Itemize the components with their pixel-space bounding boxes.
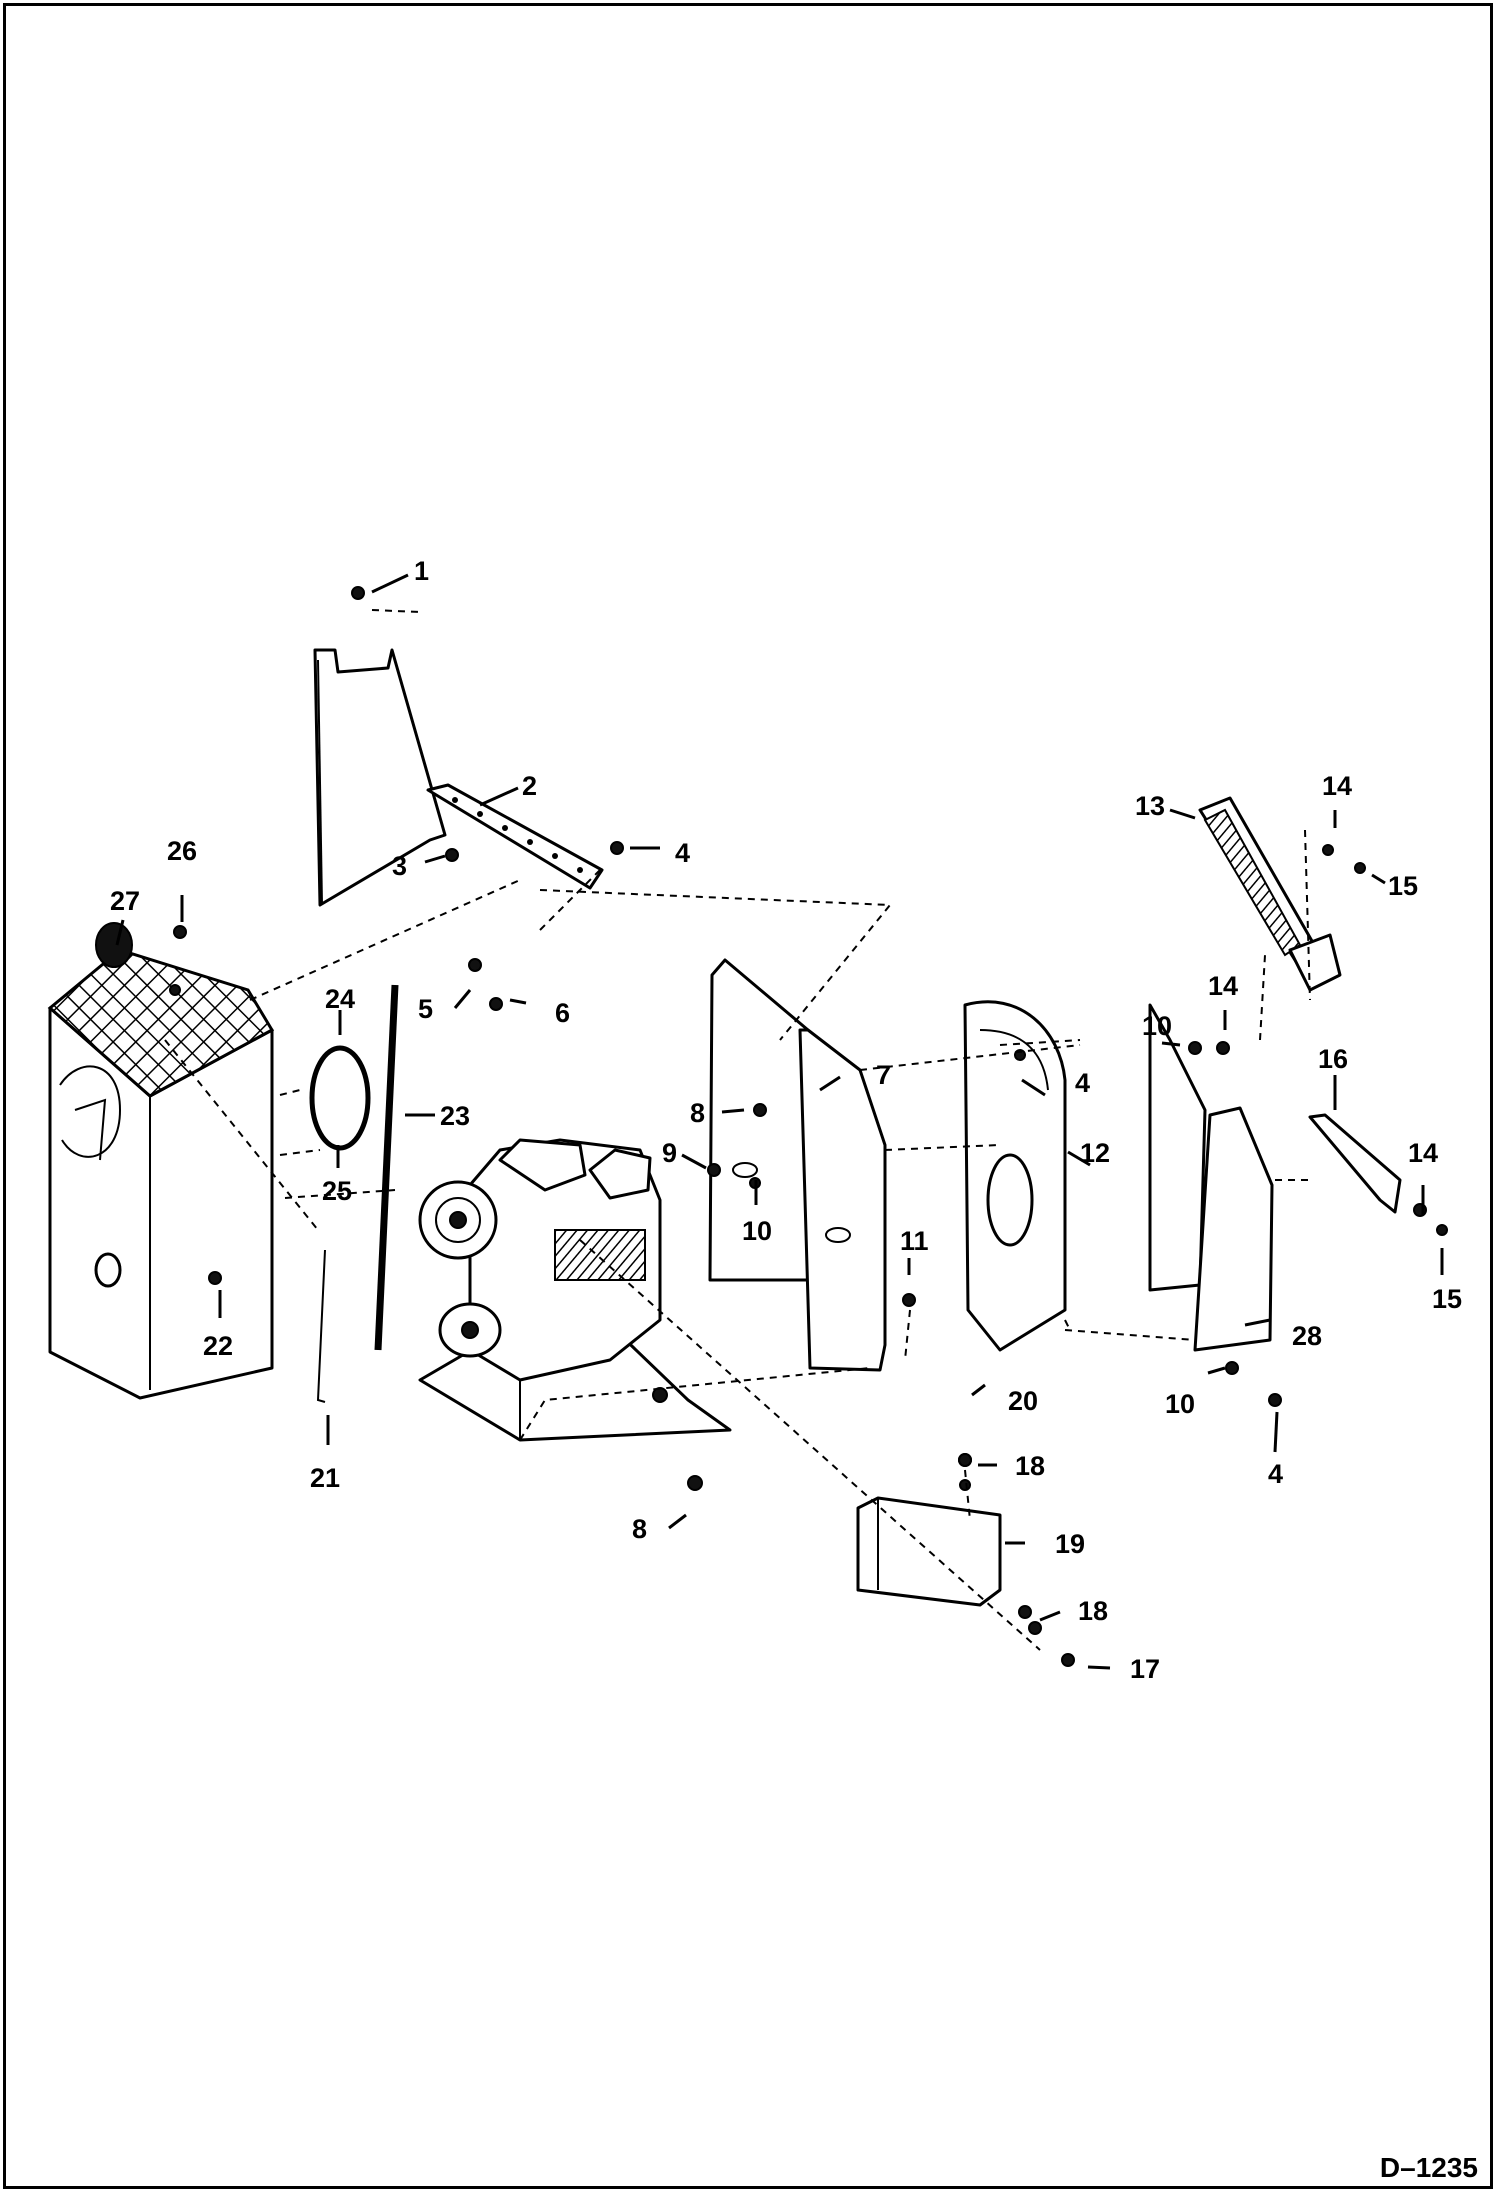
oil-cooler [1198,796,1342,992]
drawing-number: D–1235 [1379,2152,1478,2183]
callout-11: 11 [900,1226,929,1256]
callout-21: 21 [310,1463,340,1493]
callout-4-upper: 4 [675,838,690,868]
callout-23: 23 [440,1101,470,1131]
callout-25: 25 [322,1176,352,1206]
callout-14-middle: 14 [1208,971,1238,1001]
callout-17: 17 [1130,1654,1160,1684]
callout-15-top: 15 [1388,871,1418,901]
engine-cover-housing [47,922,275,1400]
callout-1: 1 [414,556,429,586]
drawing-frame [3,3,1493,2189]
callout-2: 2 [522,771,537,801]
fastener-hardware [169,586,1448,1667]
callout-4-lower: 4 [1268,1459,1283,1489]
callout-24: 24 [325,984,355,1014]
callout-26: 26 [167,836,197,866]
callout-12: 12 [1080,1138,1110,1168]
callout-28: 28 [1292,1321,1322,1351]
callout-19: 19 [1055,1529,1085,1559]
fan-shroud [963,1000,1067,1352]
callout-9: 9 [662,1138,677,1168]
callout-20: 20 [1008,1386,1038,1416]
callout-3: 3 [392,851,407,881]
retaining-rod [316,1249,326,1403]
baffle-plate [708,958,887,1372]
callout-8-upper: 8 [690,1098,705,1128]
callout-22: 22 [203,1331,233,1361]
callout-labels: 1 2 3 4 4 4 5 6 7 8 8 9 10 10 10 11 12 1… [110,556,1462,1684]
side-panel [1148,1003,1274,1352]
seal-strip [374,984,399,1351]
callout-8-lower: 8 [632,1514,647,1544]
battery-tray [856,1496,1002,1607]
callout-4-middle: 4 [1075,1068,1090,1098]
upper-shroud-panel [313,609,447,907]
cooler-bracket [1308,1113,1402,1214]
callout-7: 7 [876,1060,891,1090]
gasket-ring [309,1045,371,1151]
callout-5: 5 [418,994,433,1024]
shroud-bracket [426,783,604,890]
callout-10-upper-right: 10 [1142,1011,1172,1041]
callout-10-baffle: 10 [742,1216,772,1246]
engine-assembly [418,1138,732,1442]
callout-15-right: 15 [1432,1284,1462,1314]
callout-18-lower: 18 [1078,1596,1108,1626]
callout-10-lower-right: 10 [1165,1389,1195,1419]
callout-14-top: 14 [1322,771,1352,801]
callout-16: 16 [1318,1044,1348,1074]
assembly-guide-lines [164,829,1311,1651]
callout-18-upper: 18 [1015,1451,1045,1481]
callout-27: 27 [110,886,140,916]
callout-13: 13 [1135,791,1165,821]
callout-6: 6 [555,998,570,1028]
callout-14-right: 14 [1408,1138,1438,1168]
callout-leaders [115,573,1444,1670]
